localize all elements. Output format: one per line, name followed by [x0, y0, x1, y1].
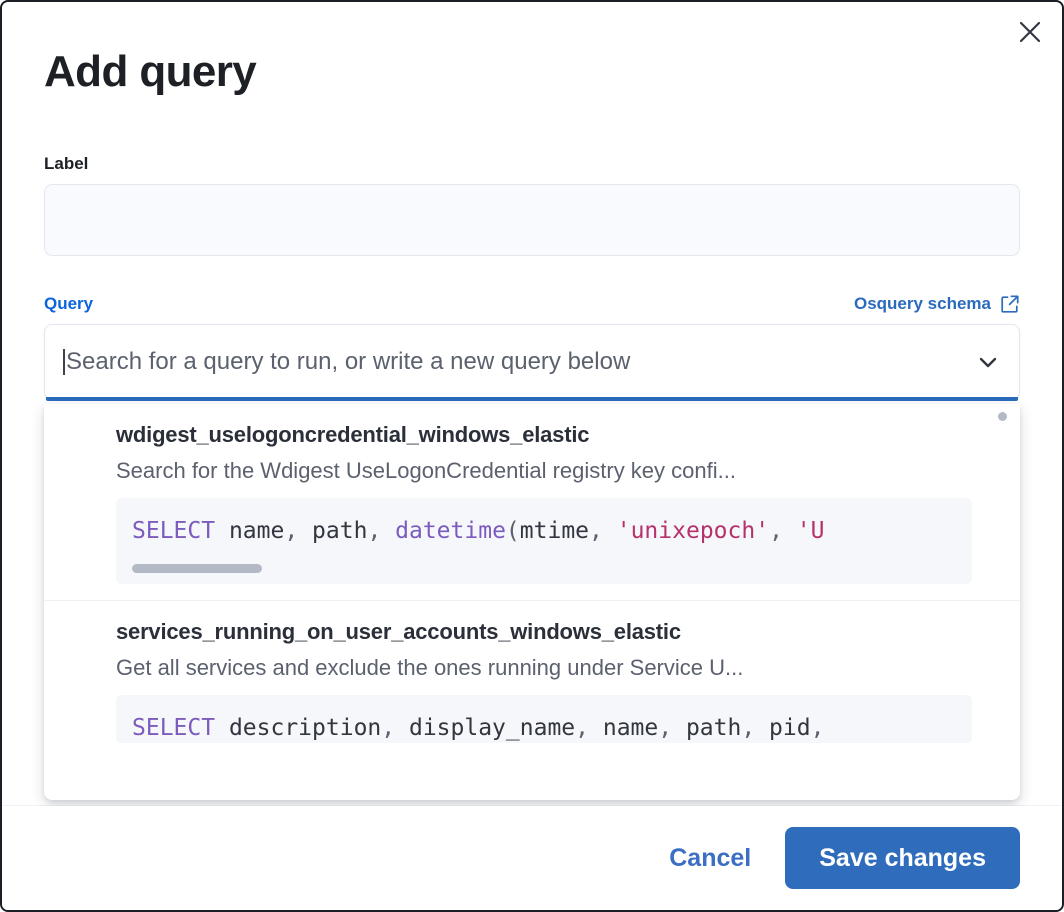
- code-token: mtime: [519, 518, 590, 544]
- modal-header: Add query: [2, 2, 1062, 98]
- code-token: ,: [367, 518, 396, 544]
- option-title: services_running_on_user_accounts_window…: [116, 619, 681, 644]
- close-icon: [1017, 19, 1043, 45]
- modal-footer: Cancel Save changes: [2, 806, 1062, 910]
- osquery-schema-link-label: Osquery schema: [853, 294, 991, 313]
- option-code-block: SELECT name, path, datetime(mtime, 'unix…: [116, 498, 972, 584]
- list-item[interactable]: wdigest_uselogoncredential_windows_elast…: [44, 404, 1020, 584]
- label-input[interactable]: [44, 184, 1020, 256]
- option-description: Search for the Wdigest UseLogonCredentia…: [116, 458, 736, 483]
- code-line: SELECT name, path, datetime(mtime, 'unix…: [116, 516, 972, 546]
- code-token: ,: [769, 518, 797, 544]
- cancel-button[interactable]: Cancel: [663, 834, 757, 883]
- dropdown-scrollbar[interactable]: [998, 412, 1007, 421]
- code-token: 'unixepoch': [616, 518, 770, 544]
- query-field-header: Query Osquery schema: [44, 294, 1020, 314]
- code-token: name: [215, 518, 285, 544]
- modal-body: Label Query Osquery schema Search for a …: [2, 154, 1062, 800]
- code-scrollbar-thumb[interactable]: [132, 564, 262, 573]
- code-scrollbar[interactable]: [116, 546, 972, 584]
- query-suggestions-dropdown: wdigest_uselogoncredential_windows_elast…: [44, 404, 1020, 800]
- code-token: (: [505, 518, 520, 544]
- code-token: path: [685, 715, 742, 741]
- code-token: ,: [810, 715, 825, 741]
- osquery-schema-link[interactable]: Osquery schema: [854, 294, 1020, 314]
- code-token: ,: [381, 715, 409, 741]
- option-code-block: SELECT description, display_name, name, …: [116, 695, 972, 743]
- code-token: description: [215, 715, 382, 741]
- save-changes-button[interactable]: Save changes: [785, 827, 1020, 889]
- label-field-label: Label: [44, 154, 89, 173]
- text-cursor: [63, 349, 65, 375]
- external-link-icon: [1000, 294, 1020, 314]
- code-token: ,: [284, 518, 313, 544]
- code-token: 'U: [796, 518, 825, 544]
- option-title: wdigest_uselogoncredential_windows_elast…: [116, 422, 590, 447]
- chevron-down-icon[interactable]: [973, 347, 1003, 377]
- code-token: ,: [658, 715, 686, 741]
- code-token: pid: [769, 715, 811, 741]
- code-token: path: [312, 518, 368, 544]
- input-focus-underline: [46, 397, 1018, 401]
- close-button[interactable]: [1010, 12, 1050, 52]
- code-token: name: [602, 715, 659, 741]
- page-title: Add query: [44, 47, 257, 96]
- code-token: ,: [589, 518, 617, 544]
- code-token: ,: [575, 715, 603, 741]
- code-token: display_name: [408, 715, 576, 741]
- list-item[interactable]: services_running_on_user_accounts_window…: [44, 600, 1020, 743]
- code-token: datetime: [395, 518, 506, 544]
- code-token: SELECT: [132, 715, 216, 741]
- code-token: SELECT: [132, 518, 216, 544]
- code-token: ,: [741, 715, 770, 741]
- query-combobox[interactable]: Search for a query to run, or write a ne…: [44, 324, 1020, 401]
- query-search-input[interactable]: Search for a query to run, or write a ne…: [66, 348, 631, 375]
- option-description: Get all services and exclude the ones ru…: [116, 655, 744, 680]
- query-combobox-wrapper: Search for a query to run, or write a ne…: [44, 324, 1020, 800]
- query-field-label: Query: [44, 294, 94, 313]
- code-line: SELECT description, display_name, name, …: [116, 713, 972, 743]
